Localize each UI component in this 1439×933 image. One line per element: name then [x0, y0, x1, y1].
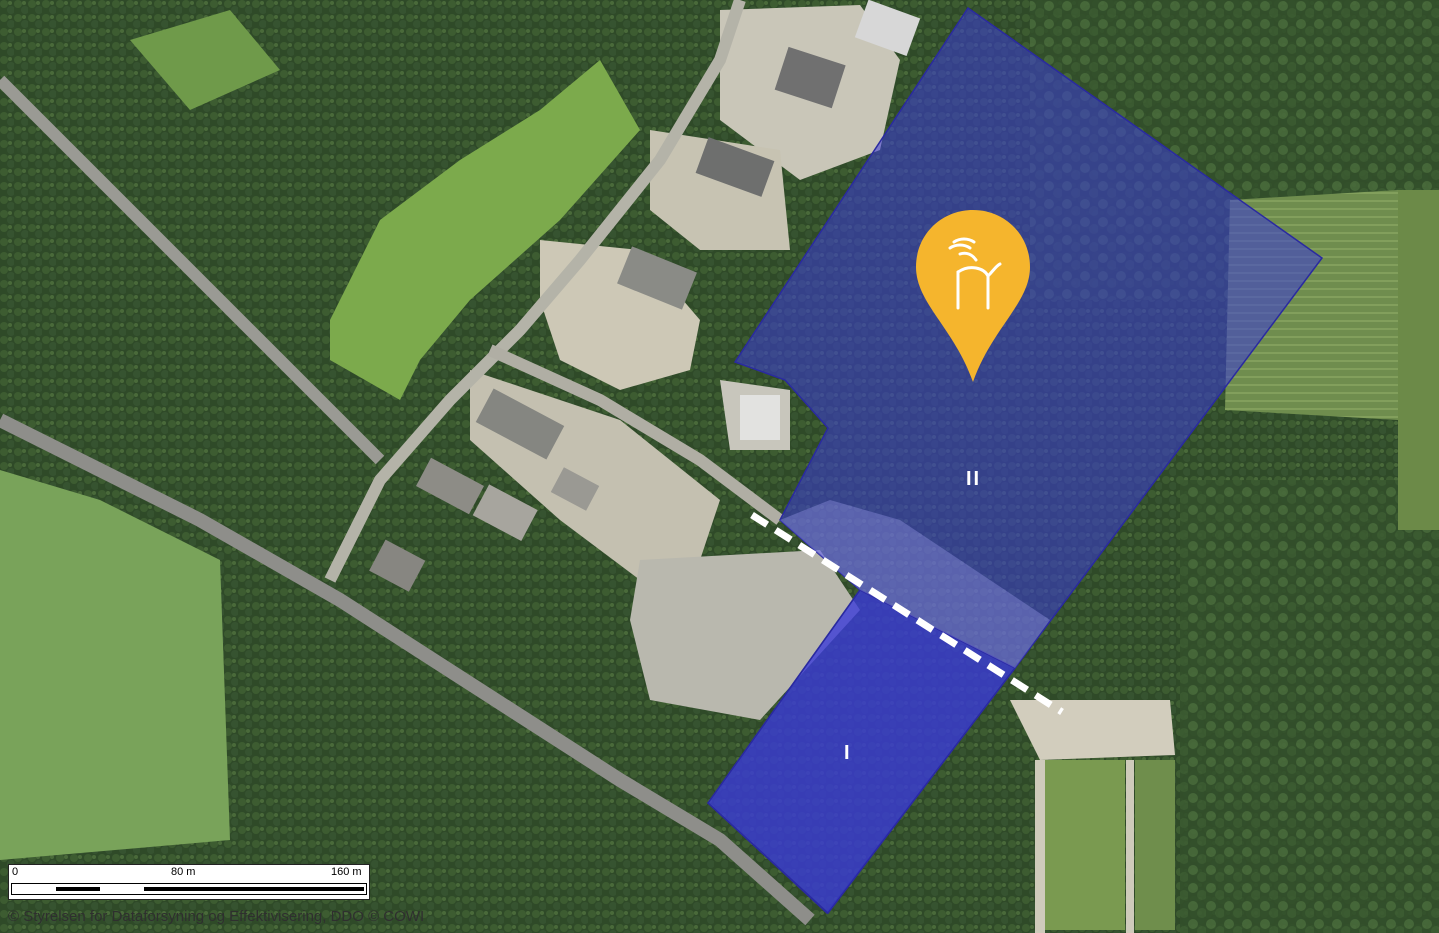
zone-boundary-line [750, 512, 1064, 715]
location-pin[interactable] [914, 208, 1032, 384]
scale-bar: 0 80 m 160 m [8, 864, 370, 900]
scale-bar-graduation [11, 883, 367, 895]
scale-label-80m: 80 m [171, 866, 196, 878]
zone-label-ii: II [966, 468, 982, 490]
deer-icon [948, 237, 1002, 310]
map-attribution: © Styrelsen for Dataforsyning og Effekti… [8, 908, 425, 925]
scale-label-0: 0 [12, 866, 19, 878]
zone-label-i: I [844, 742, 852, 764]
scale-label-160m: 160 m [331, 866, 362, 878]
